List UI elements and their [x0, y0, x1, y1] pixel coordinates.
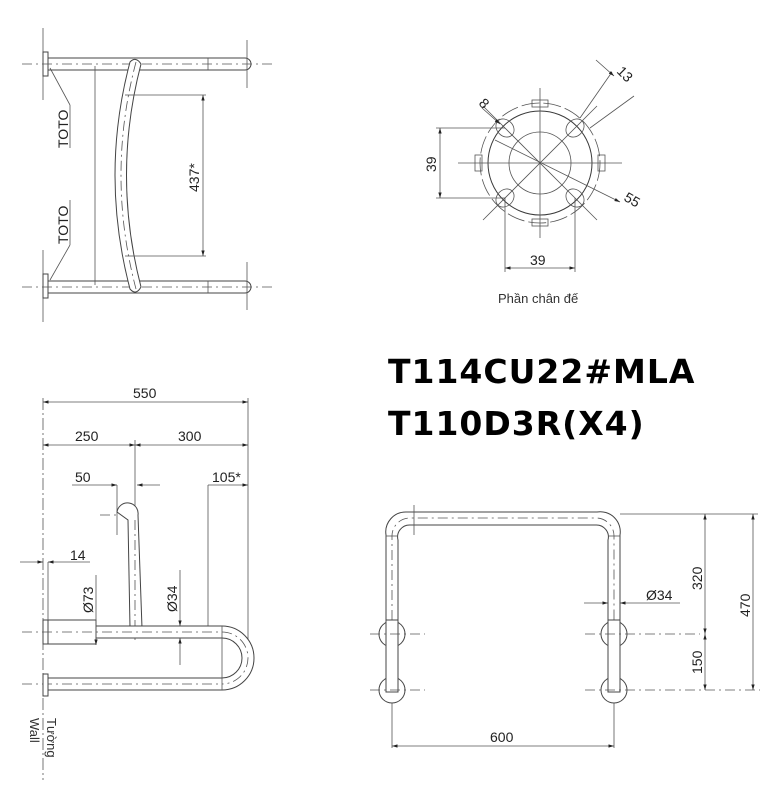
side-view: 550 250 300 50 105* 14 Ø73 [20, 385, 255, 780]
model-number-secondary: T110D3R(X4) [388, 404, 645, 443]
base-caption: Phần chân đế [498, 291, 579, 306]
wall-label-vi: Tường [44, 718, 59, 758]
dim-hole-offset: 13 [614, 63, 636, 85]
dim-tube-diameter-side: Ø34 [164, 585, 180, 612]
brand-label-bottom: TOTO [55, 206, 71, 244]
dim-total-height: 470 [737, 593, 753, 617]
dim-upper-height: 320 [689, 566, 705, 590]
dim-lower-height: 150 [689, 650, 705, 674]
dim-tube-diameter-front: Ø34 [646, 587, 673, 603]
dim-front-width: 600 [490, 729, 514, 745]
dim-bend: 105* [212, 469, 241, 485]
front-view: 320 150 470 Ø34 600 [370, 505, 760, 748]
dim-left-length: 250 [75, 428, 99, 444]
base-detail: 39 39 55 8 13 Phần chân đế [423, 59, 644, 306]
dim-leg-offset: 50 [75, 469, 91, 485]
wall-label-en: Wall [27, 718, 42, 743]
dim-base-diameter: 55 [622, 189, 644, 211]
dim-curve-span: 437* [186, 163, 202, 192]
model-number-primary: T114CU22#MLA [388, 352, 696, 391]
dim-flange-diameter: Ø73 [80, 586, 96, 613]
dim-right-length: 300 [178, 428, 202, 444]
brand-label-top: TOTO [55, 110, 71, 148]
dim-flange-thickness: 14 [70, 547, 86, 563]
dim-total-length: 550 [133, 385, 157, 401]
top-view: TOTO TOTO 437* [22, 28, 275, 322]
dim-hole-size: 8 [476, 95, 493, 112]
dim-base-height: 39 [423, 156, 439, 172]
dim-base-width: 39 [530, 252, 546, 268]
